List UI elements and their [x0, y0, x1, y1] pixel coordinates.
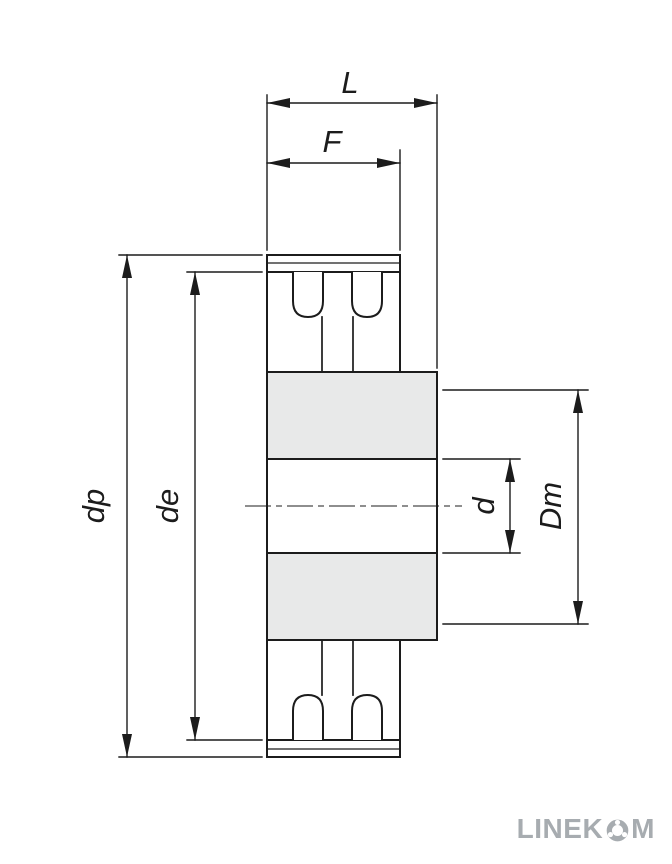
hub-lower-section	[267, 553, 437, 640]
arrowhead-dp-top	[122, 255, 132, 278]
arrowhead-F-left	[267, 158, 290, 168]
logo-text-suffix: M	[631, 813, 655, 844]
dimension-label-L: L	[341, 65, 358, 100]
dimension-label-de: de	[150, 489, 185, 523]
gear-icon	[606, 819, 629, 841]
dimension-lines	[118, 94, 589, 758]
flange-inner-lines	[266, 262, 401, 750]
tooth-bottom-right	[351, 693, 383, 741]
tooth-top-right	[351, 271, 383, 319]
arrowhead-F-right	[377, 158, 400, 168]
arrowhead-d-bottom	[505, 530, 515, 553]
tooth-top-left	[292, 271, 324, 319]
flange-edges	[266, 254, 401, 758]
dimension-label-dp: dp	[76, 489, 111, 523]
arrowhead-L-right	[414, 98, 437, 108]
hub-upper-section	[267, 372, 437, 459]
logo: LINEK M	[517, 813, 655, 845]
hub-horizontal-edges	[266, 371, 438, 641]
arrowhead-de-top	[190, 272, 200, 295]
bore-edges	[266, 458, 438, 554]
tooth-bottom-left	[292, 693, 324, 741]
arrowhead-L-left	[267, 98, 290, 108]
dimension-label-Dm: Dm	[533, 482, 568, 530]
arrowhead-d-top	[505, 459, 515, 482]
logo-text-prefix: LINEK	[516, 813, 604, 844]
arrowhead-dp-bottom	[122, 734, 132, 757]
dimension-label-F: F	[323, 124, 344, 159]
tooth-groove-lines	[321, 316, 354, 696]
arrowhead-Dm-bottom	[573, 601, 583, 624]
pulley-section	[266, 254, 438, 758]
arrowhead-Dm-top	[573, 390, 583, 413]
dimension-label-d: d	[466, 496, 501, 515]
arrowhead-de-bottom	[190, 717, 200, 740]
